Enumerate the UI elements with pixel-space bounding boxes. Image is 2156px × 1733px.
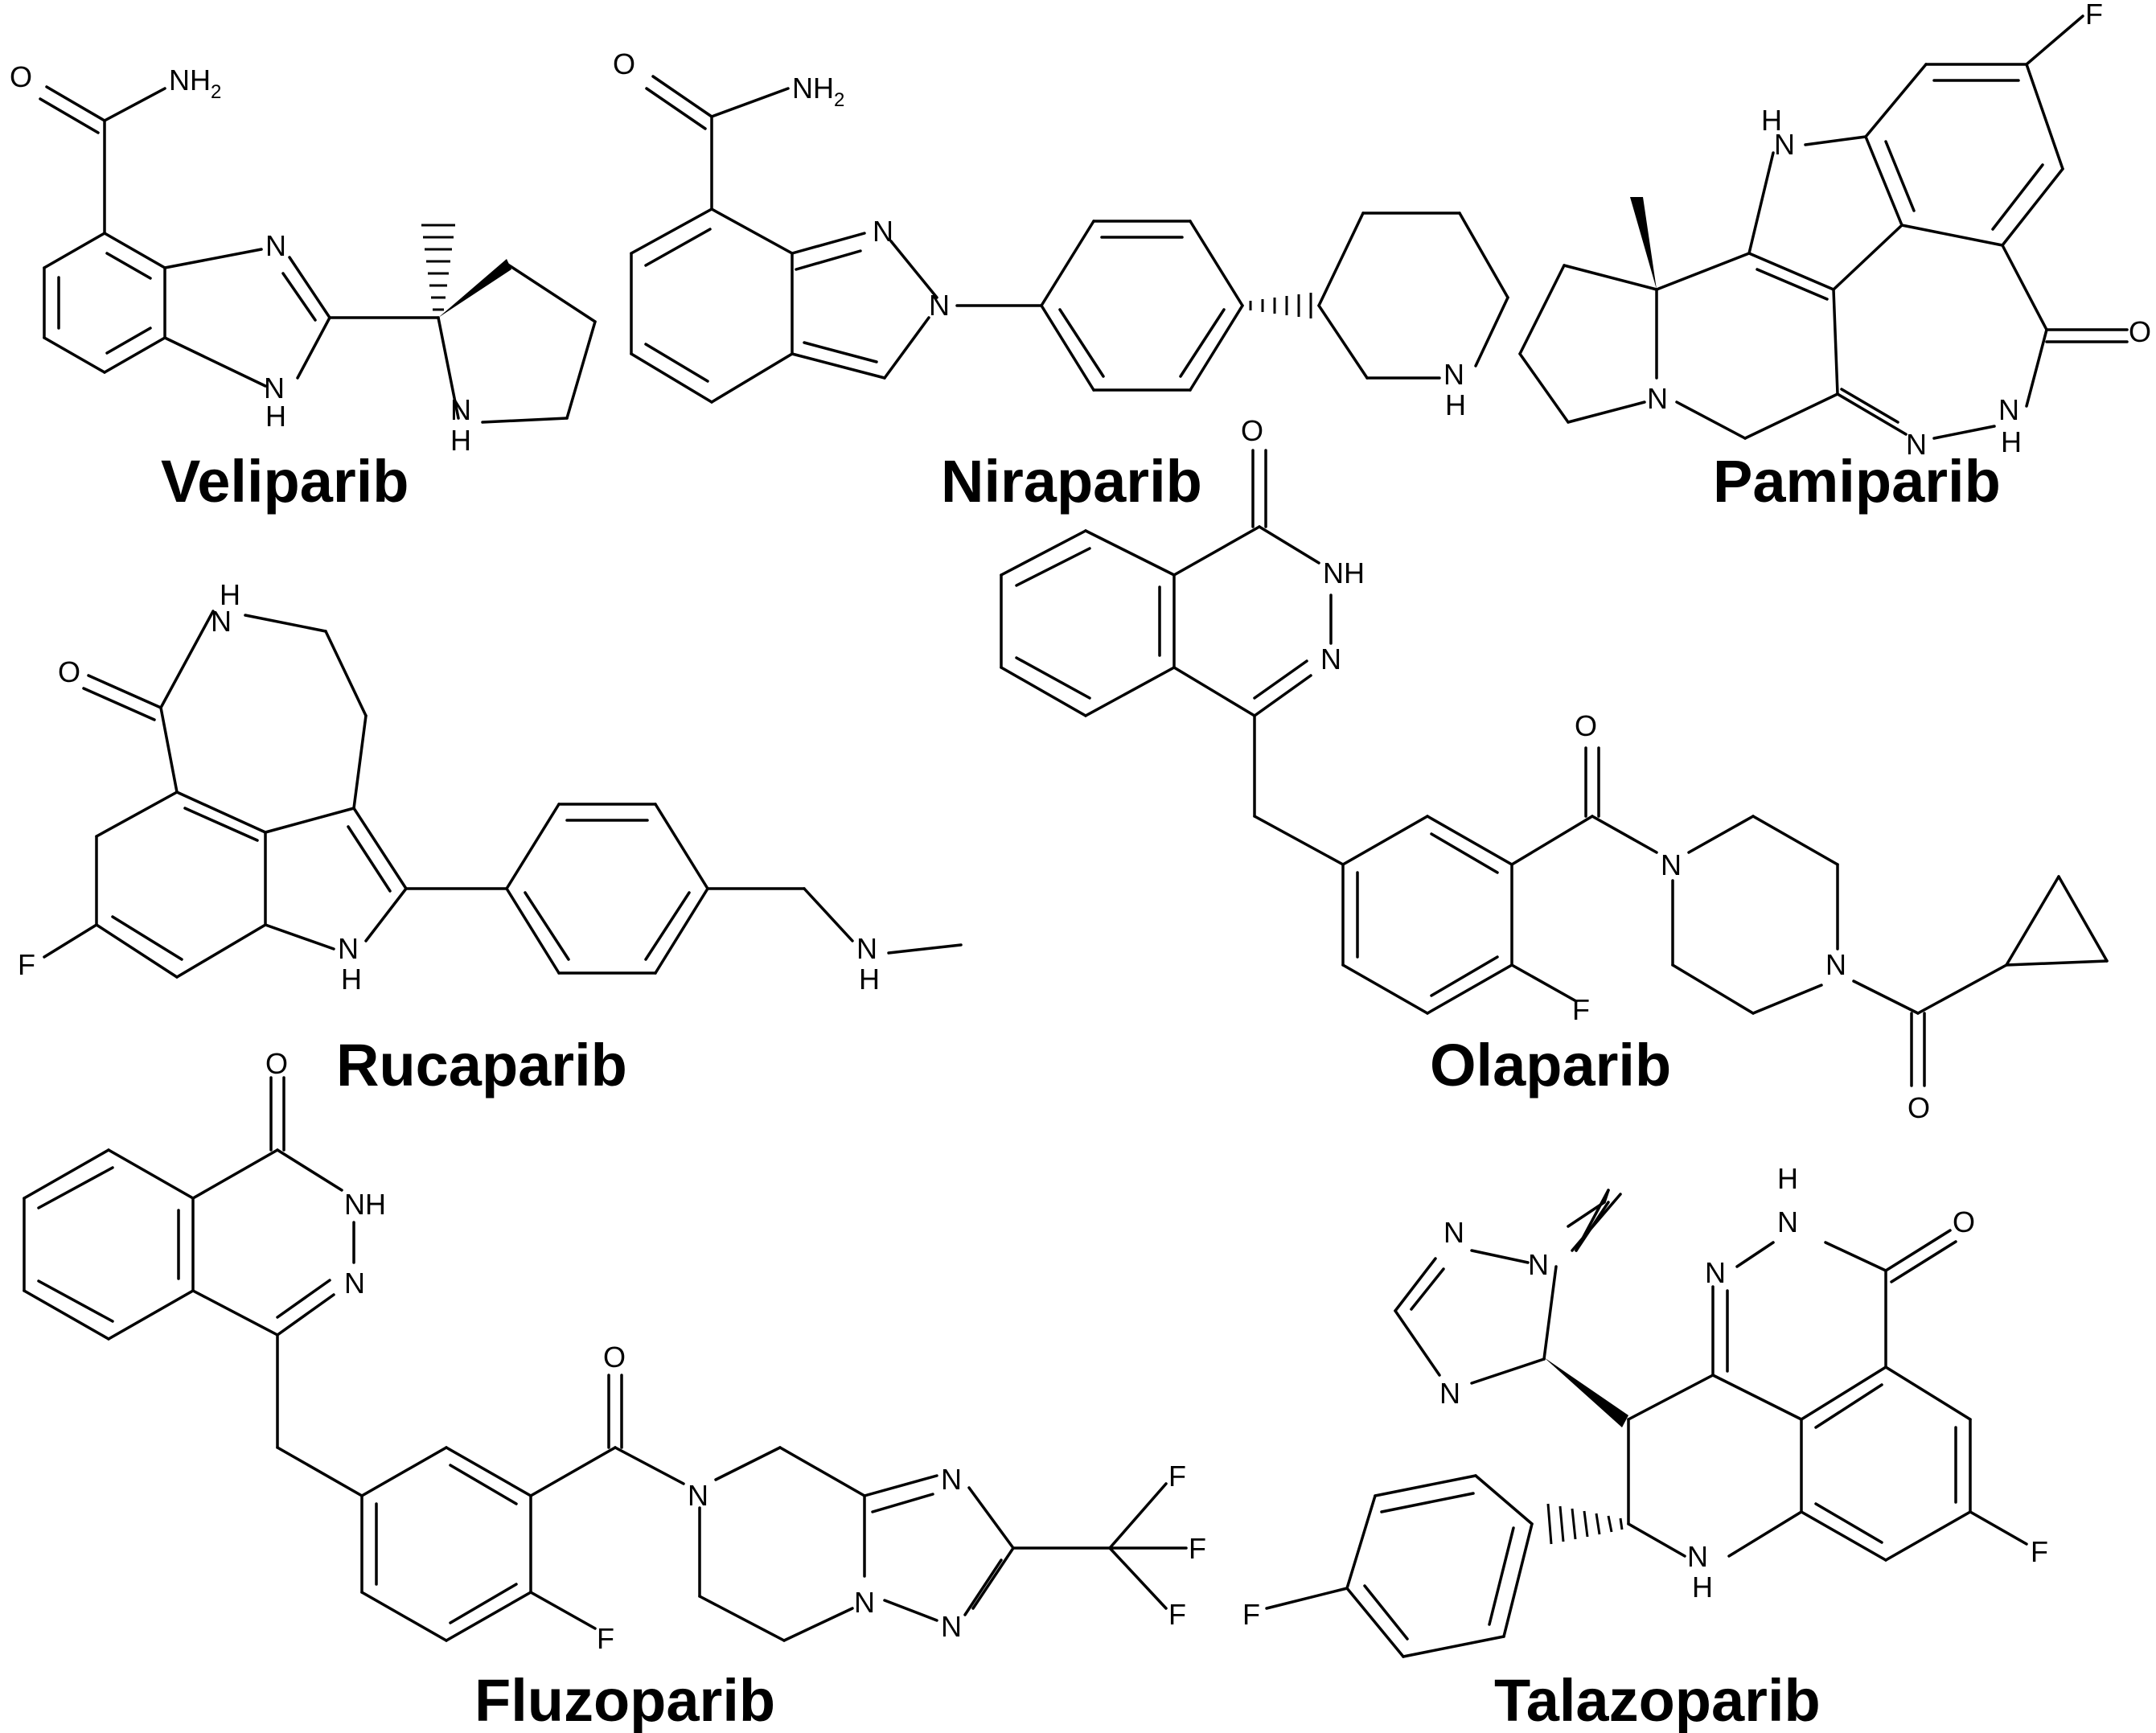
niraparib-piperidine-n: N: [1443, 358, 1464, 391]
olaparib-amide-o: O: [1575, 709, 1597, 742]
veliparib-carbonyl-o: O: [10, 60, 32, 93]
talazoparib-triazole-n: N: [1528, 1248, 1549, 1281]
niraparib-pyrazole-n: N: [929, 289, 950, 322]
rucaparib-amine-h: H: [859, 963, 880, 996]
pamiparib-structure: F O N H N H N N: [1518, 0, 2151, 461]
veliparib-amide-nh2: NH2: [169, 64, 221, 103]
fluzoparib-bridge-n: N: [854, 1586, 875, 1619]
fluzoparib-triazole-n: N: [941, 1610, 962, 1643]
talazoparib-amine-h: H: [1692, 1571, 1713, 1604]
fluzoparib-cf3-f: F: [1168, 1598, 1186, 1631]
talazoparib-amine-n: N: [1687, 1540, 1708, 1573]
olaparib-structure: O NH N O F N N O: [1000, 414, 2109, 1124]
olaparib-lactam-o: O: [1241, 414, 1263, 447]
fluzoparib-label: Fluzoparib: [474, 1667, 775, 1733]
veliparib-imidazole-n: N: [264, 372, 285, 405]
olaparib-fluorine: F: [1572, 993, 1590, 1026]
talazoparib-structure: N N N N H N O N H F F: [1242, 1162, 2048, 1658]
talazoparib-fluorine: F: [2031, 1535, 2048, 1568]
rucaparib-lactam-h: H: [220, 578, 240, 611]
talazoparib-phenyl-fluorine: F: [1242, 1598, 1260, 1631]
fluzoparib-nh: NH: [344, 1188, 386, 1221]
talazoparib-carbonyl-o: O: [1953, 1205, 1975, 1238]
pamiparib-carbonyl-o: O: [2129, 315, 2151, 348]
pamiparib-imine-n: N: [1906, 428, 1927, 461]
olaparib-label: Olaparib: [1430, 1032, 1671, 1099]
veliparib-pyrrolidine-n: N: [450, 393, 471, 426]
pamiparib-fluorine: F: [2085, 0, 2103, 31]
talazoparib-triazole-n: N: [1439, 1377, 1460, 1410]
veliparib-imidazole-h: H: [265, 400, 286, 433]
pamiparib-indole-n: N: [1774, 128, 1795, 161]
veliparib-structure: O NH2 N N H N H: [10, 60, 597, 457]
talazoparib-phthalazine-h: H: [1777, 1162, 1798, 1195]
pamiparib-indole-h: H: [1761, 104, 1782, 137]
olaparib-cyclopropyl-o: O: [1908, 1091, 1930, 1124]
veliparib-label: Veliparib: [161, 448, 409, 515]
fluzoparib-fluorine: F: [597, 1622, 614, 1655]
niraparib-label: Niraparib: [941, 448, 1202, 515]
pamiparib-amide-n: N: [1998, 393, 2019, 426]
fluzoparib-structure: O NH N O F N N N N F F F: [23, 1047, 1206, 1655]
rucaparib-indole-n: N: [338, 932, 359, 965]
rucaparib-fluorine: F: [18, 948, 35, 981]
fluzoparib-triazole-n: N: [941, 1463, 962, 1496]
fluzoparib-lactam-o: O: [265, 1047, 288, 1080]
olaparib-nh: NH: [1323, 556, 1365, 589]
rucaparib-amine-n: N: [856, 932, 877, 965]
rucaparib-structure: O H N F N H N H: [18, 578, 963, 996]
pamiparib-amide-h: H: [2001, 425, 2022, 458]
fluzoparib-piperazine-n: N: [688, 1479, 708, 1512]
talazoparib-label: Talazoparib: [1494, 1667, 1821, 1733]
rucaparib-label: Rucaparib: [336, 1032, 627, 1099]
fluzoparib-amide-o: O: [603, 1341, 626, 1374]
niraparib-structure: O NH2 N N N H: [613, 47, 1509, 421]
fluzoparib-cf3-f: F: [1168, 1460, 1186, 1493]
olaparib-piperazine-n: N: [1825, 948, 1846, 981]
olaparib-piperazine-n: N: [1661, 848, 1682, 881]
niraparib-amide-nh2: NH2: [792, 72, 844, 111]
pamiparib-label: Pamiparib: [1713, 448, 2001, 515]
veliparib-imidazole-n: N: [265, 229, 286, 262]
niraparib-pyrazole-n: N: [873, 215, 893, 248]
veliparib-pyrrolidine-h: H: [450, 424, 471, 457]
rucaparib-indole-h: H: [341, 963, 362, 996]
rucaparib-carbonyl-o: O: [58, 655, 80, 688]
rucaparib-lactam-n: N: [211, 605, 232, 638]
pamiparib-pyrrolidine-n: N: [1647, 382, 1668, 415]
talazoparib-phthalazine-n: N: [1705, 1256, 1726, 1289]
talazoparib-phthalazine-n: N: [1777, 1205, 1798, 1238]
olaparib-n: N: [1320, 643, 1341, 676]
talazoparib-triazole-n: N: [1443, 1216, 1464, 1249]
fluzoparib-n: N: [344, 1267, 365, 1300]
niraparib-carbonyl-o: O: [613, 47, 635, 80]
fluzoparib-cf3-f: F: [1189, 1532, 1206, 1565]
niraparib-piperidine-h: H: [1445, 388, 1466, 421]
